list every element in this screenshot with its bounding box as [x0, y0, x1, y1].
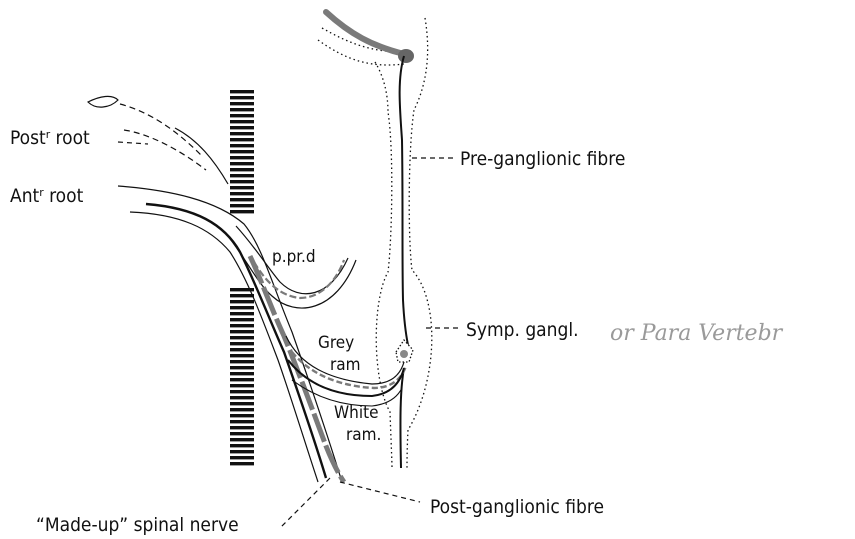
vertebra-lower-bar	[230, 288, 254, 466]
label-handwritten-note: or Para Vertebr	[610, 321, 784, 346]
label-ppr-d: p.pr.d	[272, 247, 316, 267]
white-ramus-fibre	[400, 368, 404, 468]
posterior-root	[88, 96, 228, 184]
label-pre-ganglionic-fibre: Pre-ganglionic fibre	[460, 148, 625, 170]
vertebra-upper-bar	[230, 90, 254, 216]
label-white-ram-line1: White	[334, 403, 378, 423]
leader-lines	[118, 142, 462, 528]
sympathetic-trunk	[318, 18, 432, 468]
label-grey-ram-line1: Grey	[318, 333, 354, 353]
label-post-ganglionic-fibre: Post-ganglionic fibre	[430, 496, 604, 518]
label-white-ram-line2: ram.	[346, 425, 381, 445]
pre-ganglionic-fibre-line	[400, 56, 408, 345]
vertebral-column	[230, 90, 254, 466]
label-post-root: Postʳ root	[10, 127, 90, 149]
label-symp-gangl: Symp. gangl.	[466, 319, 579, 341]
label-ant-root: Antʳ root	[10, 185, 84, 207]
ganglion-cell-top	[398, 49, 414, 63]
symp-ganglion-cell	[396, 340, 413, 362]
label-grey-ram-line2: ram	[330, 355, 361, 375]
label-made-up-spinal-nerve: “Made-up” spinal nerve	[36, 514, 239, 536]
